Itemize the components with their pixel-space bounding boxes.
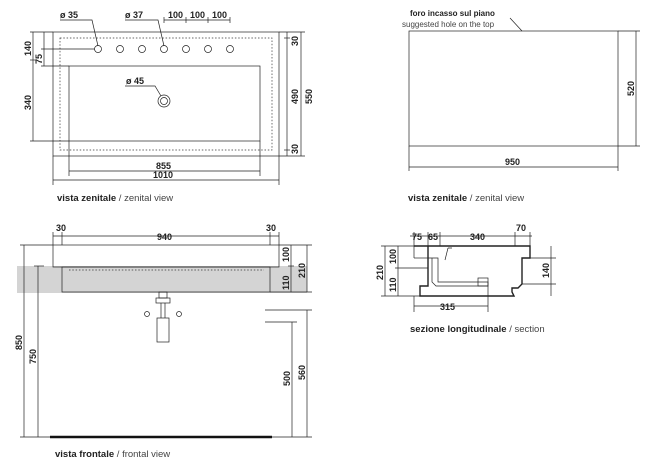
dim-front-210: 210 (297, 263, 307, 278)
dim-section-315: 315 (440, 302, 455, 312)
dim-front-560: 560 (297, 365, 307, 380)
dim-drain: ø 45 (126, 76, 144, 86)
dim-section-340: 340 (470, 232, 485, 242)
drain-outer (157, 94, 171, 108)
front-view: 30 940 30 100 210 110 850 750 500 560 vi… (14, 223, 312, 460)
section-view: 75 65 340 70 210 100 110 140 315 sezione… (375, 223, 556, 335)
dim-hole-mid: ø 37 (125, 10, 143, 20)
dim-spacing-3: 100 (212, 10, 227, 20)
dim-front-30-right: 30 (266, 223, 276, 233)
siphon (144, 291, 182, 343)
tap-hole (204, 45, 212, 53)
dim-front-100: 100 (281, 247, 291, 262)
section-profile (414, 245, 531, 297)
dim-left-140: 140 (23, 41, 33, 56)
tap-hole (182, 45, 190, 53)
dim-cutout-520: 520 (626, 81, 636, 96)
tap-hole (160, 45, 168, 53)
dim-front-110: 110 (281, 275, 291, 290)
dim-front-500: 500 (282, 371, 292, 386)
dim-section-110: 110 (388, 277, 398, 292)
dim-right-550: 550 (304, 89, 314, 104)
dim-spacing-2: 100 (190, 10, 205, 20)
tap-hole (138, 45, 146, 53)
dim-front-940: 940 (157, 232, 172, 242)
dim-front-850: 850 (14, 335, 24, 350)
basin-front-top (52, 244, 280, 268)
top-view: ø 35 ø 37 ø 45 100 100 100 140 75 340 30… (23, 10, 314, 204)
dim-front-30-left: 30 (56, 223, 66, 233)
dim-spacing-1: 100 (168, 10, 183, 20)
dim-cutout-950: 950 (505, 157, 520, 167)
caption-front-view: vista frontale / frontal view (55, 449, 170, 460)
dim-left-340: 340 (23, 95, 33, 110)
bowl-outline (68, 65, 261, 142)
tap-hole (226, 45, 234, 53)
dim-width-855: 855 (156, 161, 171, 171)
dim-front-750: 750 (28, 349, 38, 364)
dim-hole-small: ø 35 (60, 10, 78, 20)
dim-right-30-top: 30 (290, 36, 300, 46)
dim-right-490: 490 (290, 89, 300, 104)
cutout-note-line2: suggested hole on the top (402, 20, 495, 29)
tap-holes (94, 45, 234, 53)
cutout-outline (408, 30, 619, 147)
dim-section-140: 140 (541, 263, 551, 278)
dim-section-75: 75 (412, 232, 422, 242)
dim-section-70: 70 (516, 223, 526, 233)
dim-right-30-bottom: 30 (290, 144, 300, 154)
cutout-note-line1: foro incasso sul piano (410, 9, 495, 18)
tap-hole (116, 45, 124, 53)
cutout-view: foro incasso sul piano suggested hole on… (402, 9, 640, 204)
caption-top-view: vista zenitale / zenital view (57, 193, 173, 204)
countertop (17, 266, 307, 293)
drain-inner (160, 97, 168, 105)
basin-dashed-rim (59, 37, 273, 151)
dim-width-1010: 1010 (153, 170, 173, 180)
dim-section-100: 100 (388, 249, 398, 264)
caption-cutout-view: vista zenitale / zenital view (408, 193, 524, 204)
dim-section-65: 65 (428, 232, 438, 242)
caption-section-view: sezione longitudinale / section (410, 324, 545, 335)
basin-outline (52, 31, 280, 157)
tap-hole (94, 45, 102, 53)
dim-section-210: 210 (375, 265, 385, 280)
dim-left-75: 75 (34, 54, 44, 64)
